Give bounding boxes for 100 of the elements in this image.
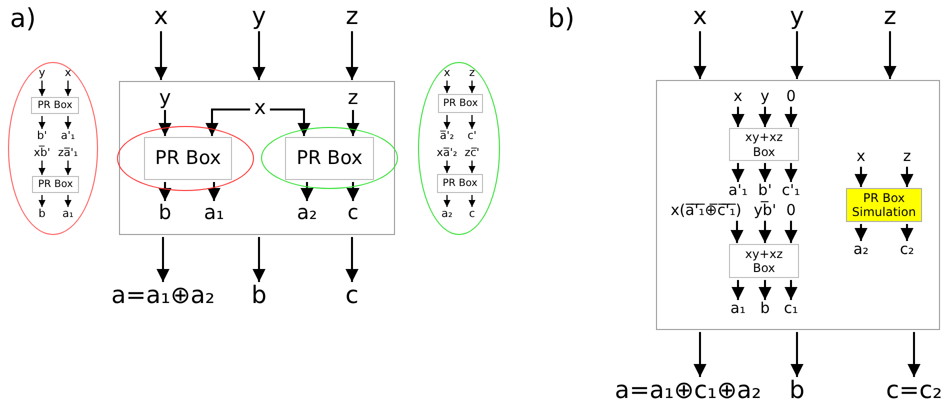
arrow (252, 237, 266, 282)
arrow (206, 108, 250, 136)
math-label: y (252, 4, 266, 30)
arrow (444, 115, 450, 129)
process-box: PR Box Simulation (846, 188, 922, 222)
variable-label: b' (758, 183, 772, 199)
grouping-ellipse (261, 127, 398, 189)
arrow (444, 160, 450, 173)
arrow (252, 31, 266, 80)
arrow (346, 110, 360, 136)
arrow (64, 116, 72, 129)
arrow (900, 224, 914, 241)
math-label: x (154, 4, 168, 30)
arrow (758, 280, 772, 300)
variable-label: x (734, 89, 742, 105)
arrow (270, 108, 310, 136)
arrow (468, 80, 476, 93)
arrow (730, 220, 744, 243)
arrow (158, 182, 172, 201)
arrow (444, 195, 450, 207)
variable-label: xb̅' (34, 147, 50, 159)
math-label: b (251, 283, 267, 308)
arrow (784, 220, 798, 243)
variable-label: za̅'₁ (58, 147, 78, 159)
process-box: PR Box (144, 137, 232, 180)
process-box: PR Box (32, 176, 79, 193)
math-label: b (158, 202, 172, 223)
math-label: x (692, 4, 708, 30)
process-box: PR Box (285, 137, 374, 180)
variable-label: z (469, 67, 475, 79)
variable-label: a₂ (441, 208, 453, 220)
variable-label: zc̅' (464, 147, 480, 159)
arrow (38, 160, 46, 175)
math-label: b (789, 378, 805, 404)
arrow (884, 31, 896, 79)
variable-label: b (760, 301, 770, 317)
math-label: z (884, 4, 896, 30)
system-box (656, 80, 940, 330)
variable-label: x(a̅'̅₁̅⊕̅c̅'̅₁̅) (670, 203, 742, 219)
variable-label: a̅'₂ (440, 130, 454, 142)
math-label: a₂ (296, 202, 318, 223)
math-label: z (348, 87, 358, 108)
math-label: c (345, 283, 359, 308)
arrow (900, 166, 914, 187)
variable-label: a'₁ (60, 130, 76, 142)
math-label: z (346, 4, 358, 30)
arrow (732, 106, 744, 127)
arrow (64, 80, 72, 96)
variable-label: x (856, 149, 866, 165)
arrow (154, 31, 168, 80)
arrow (732, 280, 744, 300)
math-label: x (254, 97, 266, 118)
arrow (346, 31, 358, 80)
variable-label: 0 (786, 89, 796, 105)
panel-label: a) (10, 6, 36, 32)
math-label: c=c₂ (886, 378, 942, 404)
panel-label: b) (548, 6, 575, 32)
process-box: PR Box (437, 174, 483, 193)
variable-label: c₂ (900, 242, 914, 258)
system-box (119, 81, 395, 235)
variable-label: b (38, 208, 46, 220)
arrow (784, 163, 798, 182)
arrow (38, 80, 46, 96)
arrow (468, 160, 476, 173)
variable-label: y (760, 89, 770, 105)
variable-label: yb̅' (754, 203, 776, 219)
arrow (784, 106, 798, 127)
process-box: xy+xz Box (729, 244, 799, 278)
variable-label: c'₁ (782, 183, 800, 199)
arrow (854, 166, 868, 187)
variable-label: c (468, 208, 476, 220)
arrow (64, 160, 72, 175)
grouping-ellipse (8, 62, 98, 235)
arrow (908, 332, 920, 377)
variable-label: a₁ (730, 301, 746, 317)
arrow (468, 115, 476, 129)
process-box: PR Box (31, 97, 79, 114)
arrow (444, 80, 450, 93)
arrow (208, 182, 220, 201)
arrow (790, 332, 804, 377)
arrow (758, 220, 772, 243)
math-label: y (159, 87, 171, 108)
variable-label: a₁ (62, 208, 74, 220)
math-label: c (348, 202, 358, 223)
arrow (784, 280, 798, 300)
arrow (346, 182, 360, 201)
variable-label: 0 (786, 203, 796, 219)
variable-label: y (38, 67, 46, 79)
variable-label: a'₁ (728, 183, 748, 199)
arrow (346, 237, 358, 282)
variable-label: b' (37, 130, 47, 142)
math-label: a₁ (204, 202, 224, 223)
math-label: y (790, 4, 804, 30)
arrow (758, 106, 772, 127)
variable-label: c₁ (784, 301, 798, 317)
grouping-ellipse (418, 62, 500, 235)
variable-label: x (64, 67, 72, 79)
math-label: a=a₁⊕c₁⊕a₂ (614, 378, 762, 404)
arrow (156, 237, 170, 282)
arrow (732, 163, 744, 182)
